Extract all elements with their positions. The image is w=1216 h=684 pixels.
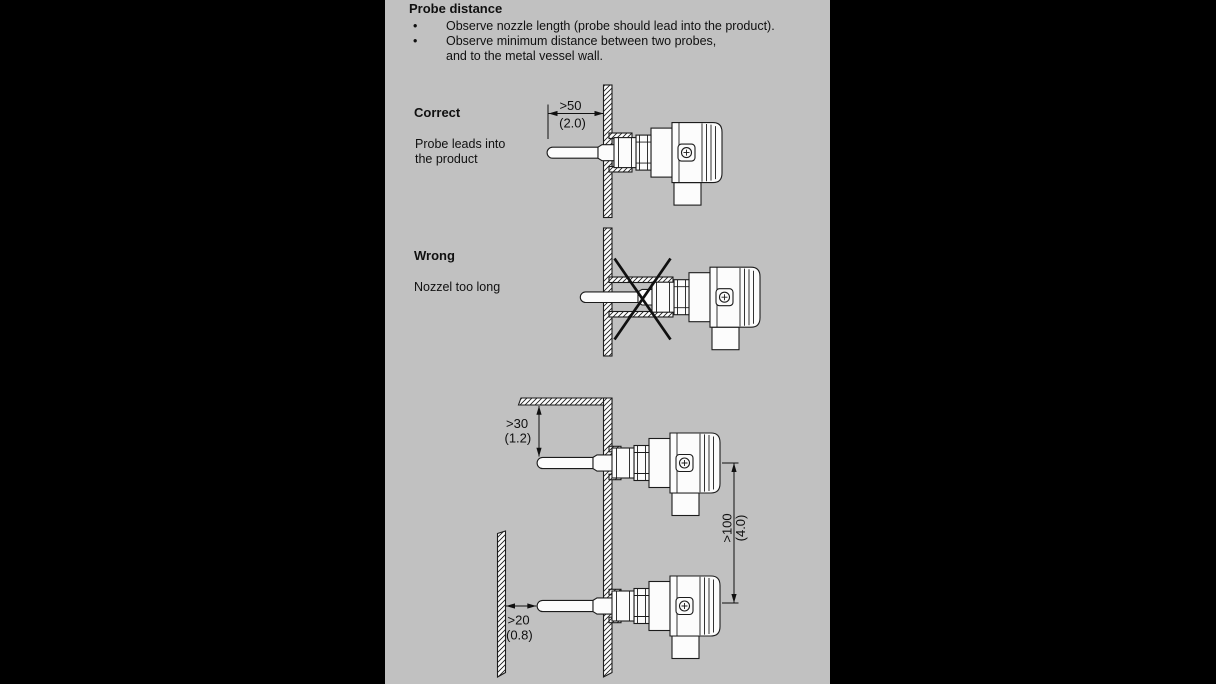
dimension-wall-clearance: >20 (0.8) — [506, 603, 537, 643]
page-title: Probe distance — [409, 1, 503, 16]
probe-tip — [536, 456, 594, 470]
probe-tip — [536, 599, 594, 613]
probe — [546, 122, 723, 206]
probe-tip — [546, 146, 599, 159]
nozzle-bottom-wall — [608, 310, 674, 318]
wrong-diagram — [579, 227, 761, 357]
dim-label-mm: >20 — [508, 613, 530, 628]
correct-description-line1: Probe leads into — [415, 137, 506, 151]
dim-label-inch: (4.0) — [733, 515, 748, 542]
bullet-text-2-line2: and to the metal vessel wall. — [446, 49, 604, 63]
metal-vessel-wall — [496, 530, 507, 678]
cross-out-mark — [613, 257, 672, 341]
dim-label-mm: >50 — [559, 98, 581, 113]
dimension-top-clearance: >30 (1.2) — [505, 405, 542, 457]
bullet-marker: • — [413, 19, 418, 33]
bullet-text-1: Observe nozzle length (probe should lead… — [446, 19, 775, 33]
wrong-label: Wrong — [414, 248, 455, 263]
probe-shaft — [592, 454, 614, 472]
probe-shaft — [592, 597, 614, 615]
manual-page: Probe distance • Observe nozzle length (… — [385, 0, 830, 684]
correct-description-line2: the product — [415, 152, 478, 166]
correct-label: Correct — [414, 105, 461, 120]
dim-label-inch: (0.8) — [506, 628, 533, 643]
probe-tip — [579, 291, 639, 304]
correct-diagram: >50 (2.0) — [546, 84, 723, 219]
probe-shaft — [597, 144, 616, 162]
spacing-diagram: >30 (1.2) >20 (0.8) >100 (4.0) — [496, 397, 748, 678]
wrong-description: Nozzel too long — [414, 280, 501, 294]
bullet-marker: • — [413, 34, 418, 48]
probe-sensor-head — [611, 575, 721, 660]
dim-label-mm: >100 — [720, 513, 735, 542]
nozzle-top-wall — [608, 276, 674, 284]
dimension-nozzle-length: >50 (2.0) — [547, 98, 604, 139]
dim-label-mm: >30 — [506, 416, 528, 431]
mounting-wall — [602, 397, 613, 678]
dim-label-inch: (2.0) — [559, 116, 586, 131]
probe-upper — [536, 432, 721, 517]
dim-label-inch: (1.2) — [505, 431, 532, 446]
dimension-probe-spacing: >100 (4.0) — [720, 462, 748, 604]
probe-lower — [536, 575, 721, 660]
probe-sensor-head — [611, 432, 721, 517]
vessel-ceiling — [517, 397, 613, 406]
installation-diagrams: >50 (2.0) — [496, 84, 761, 678]
bullet-text-2-line1: Observe minimum distance between two pro… — [446, 34, 717, 48]
